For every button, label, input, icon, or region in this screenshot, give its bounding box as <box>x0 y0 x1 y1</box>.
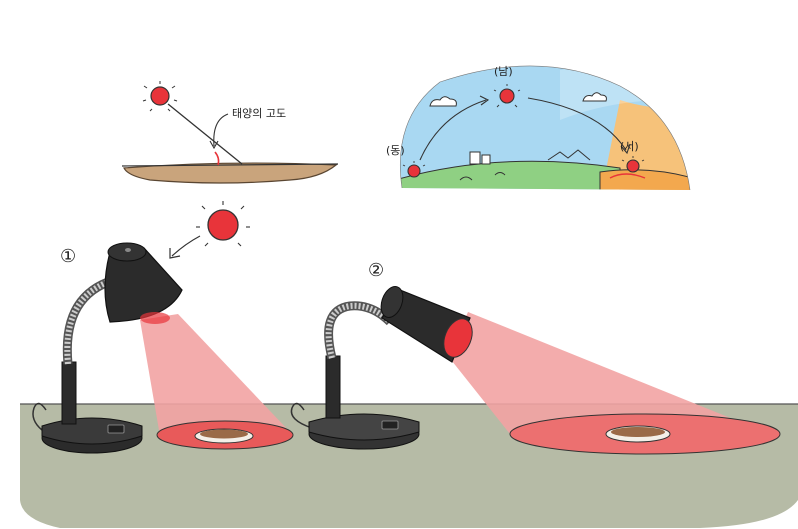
building-icon <box>469 151 491 165</box>
west-label: (서) <box>620 140 639 153</box>
lamp-bulb-2 <box>443 318 473 358</box>
sun-icon <box>142 81 178 112</box>
lamp-gooseneck-1 <box>62 277 110 365</box>
soil-mound <box>123 162 338 184</box>
petri-dish-2 <box>605 425 671 443</box>
sun-icon-large <box>196 201 250 247</box>
sun-icon-west <box>609 156 646 179</box>
light-beam-2 <box>448 312 780 438</box>
bird-icon <box>459 176 473 181</box>
lamp-2-number: ② <box>368 260 384 281</box>
sun-path-panel: (남) (동) (서) <box>386 65 691 191</box>
light-beam-1 <box>140 314 290 436</box>
south-label: (남) <box>494 65 513 78</box>
lamp-switch-2 <box>381 420 399 430</box>
cloud-icon <box>582 92 607 102</box>
mountains <box>547 149 591 161</box>
lamp-1-number: ① <box>60 246 76 267</box>
petri-dish-1 <box>194 428 254 444</box>
lamp-1: ① <box>32 201 294 454</box>
altitude-angle-arc <box>214 151 220 166</box>
east-label: (동) <box>386 144 405 157</box>
lamp-cord-2 <box>290 402 313 429</box>
lamp-cord-1 <box>32 402 47 431</box>
lamp-shade-1 <box>104 247 183 323</box>
green-hill <box>400 160 621 190</box>
sun-icon-east <box>402 161 426 178</box>
altitude-pointer-arrow <box>213 113 229 147</box>
lamp-switch-1 <box>107 424 125 434</box>
sky-dome-outline <box>399 65 691 191</box>
lamp-pole-2 <box>325 355 341 419</box>
altitude-sketch: 태양의 고도 <box>121 81 339 184</box>
sun-path-arrow-rise <box>419 99 487 161</box>
sun-to-lamp-arrow <box>171 235 201 257</box>
lamp-pole-1 <box>61 361 77 425</box>
ground-line <box>121 163 339 167</box>
sun-icon-noon <box>493 84 521 108</box>
lamp-2: ② <box>290 260 781 455</box>
cloud-icon <box>429 96 457 107</box>
altitude-label: 태양의 고도 <box>232 107 286 120</box>
sun-ray <box>167 103 243 165</box>
bird-icon <box>494 172 506 176</box>
sun-path-arrow-set <box>527 97 627 151</box>
